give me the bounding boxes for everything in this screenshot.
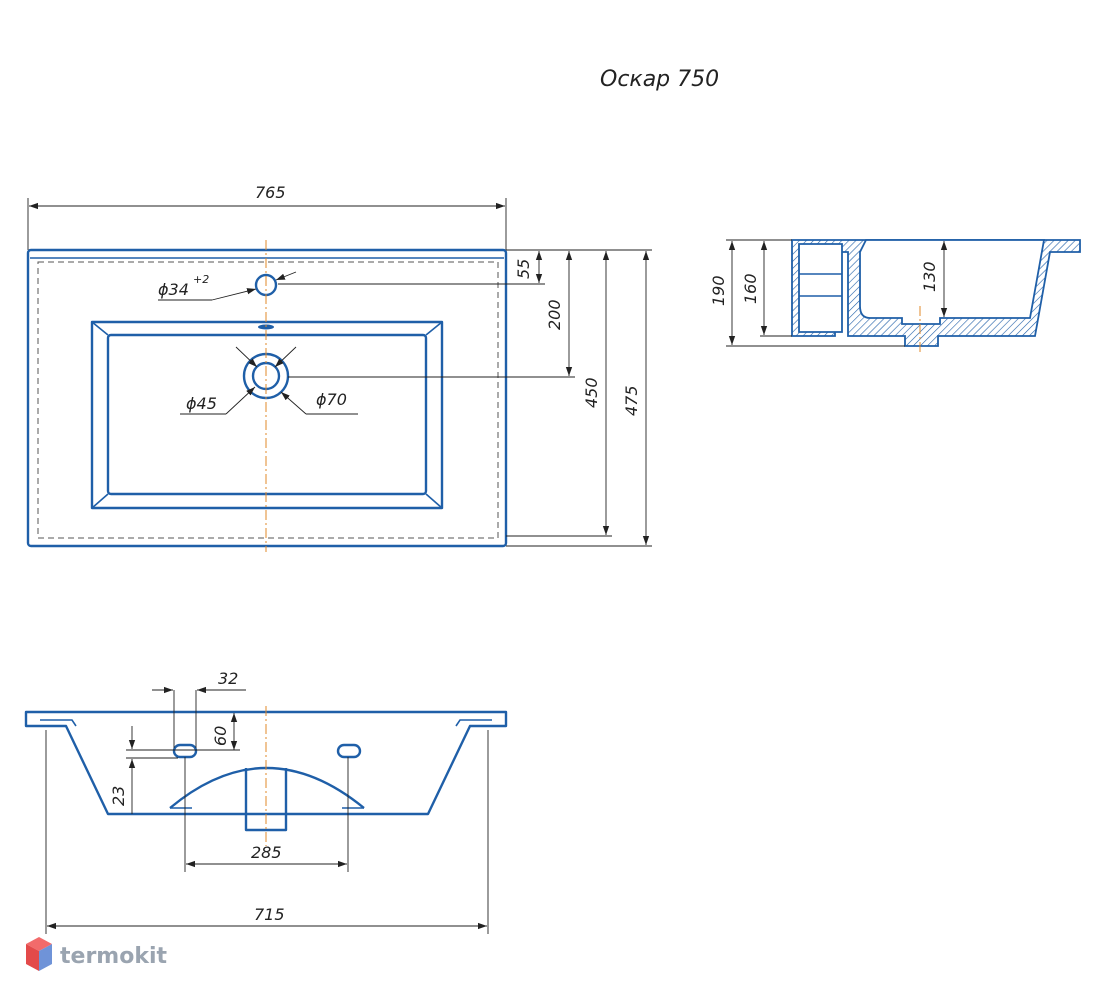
dim-715-label: 715 xyxy=(254,905,285,924)
faucet-hole-arrow-right xyxy=(275,271,297,281)
dim-23-label: 23 xyxy=(109,786,128,806)
top-view-outer-edge xyxy=(26,248,508,548)
bowl-corner-tr xyxy=(425,321,443,336)
dim-130-label: 130 xyxy=(920,261,939,292)
brand-name: termokit xyxy=(60,944,167,969)
front-left-rim-detail xyxy=(40,719,77,727)
dim-32-label: 32 xyxy=(218,669,238,688)
faucet-hole-tolerance: +2 xyxy=(193,273,209,286)
dim-475-label: 475 xyxy=(622,385,641,416)
front-left-slot xyxy=(172,743,198,759)
dim-190-label: 190 xyxy=(709,275,728,306)
drain-outer-leader xyxy=(280,391,307,415)
front-drain-body xyxy=(244,768,288,832)
dim-55-label: 55 xyxy=(514,259,533,279)
bowl-outer-edge xyxy=(90,320,444,510)
front-view: 32 60 23 285 715 xyxy=(24,669,508,934)
faucet-hole-label: ϕ34 xyxy=(158,280,189,299)
drain-arrow-tr xyxy=(274,346,297,368)
bowl-corner-tl xyxy=(91,321,109,336)
logo-cube-left xyxy=(26,944,39,971)
bowl-corner-bl xyxy=(91,493,109,509)
section-rear-cavity xyxy=(798,243,843,333)
dim-450-label: 450 xyxy=(582,377,601,408)
dim-285-label: 285 xyxy=(251,843,282,862)
side-section-view: 190 160 130 xyxy=(709,239,1081,352)
dim-200-label: 200 xyxy=(545,299,564,330)
drain-inner-label: ϕ45 xyxy=(186,394,217,413)
drawing-title: Оскар 750 xyxy=(600,67,719,92)
drain-inner-leader xyxy=(225,386,256,415)
dim-160-label: 160 xyxy=(741,273,760,304)
termokit-logo: termokit xyxy=(26,937,167,971)
front-view-outline xyxy=(24,710,508,816)
section-bowl-cavity xyxy=(859,239,1046,325)
top-view-hidden-contour xyxy=(37,261,499,539)
dim-765-label: 765 xyxy=(255,183,286,202)
bowl-inner-edge xyxy=(106,333,428,496)
bowl-corner-br xyxy=(425,493,443,509)
drain-outer-label: ϕ70 xyxy=(316,390,347,409)
dim-60-label: 60 xyxy=(211,726,230,746)
front-bowl-curve xyxy=(169,766,365,809)
faucet-hole-leader xyxy=(211,288,257,301)
front-right-slot xyxy=(336,743,362,759)
logo-cube-right xyxy=(39,944,52,971)
drain-arrow-tl xyxy=(235,346,258,368)
front-right-rim-detail xyxy=(455,719,492,727)
top-view: 765 55 200 450 475 ϕ34 +2 ϕ45 ϕ70 xyxy=(26,183,652,552)
